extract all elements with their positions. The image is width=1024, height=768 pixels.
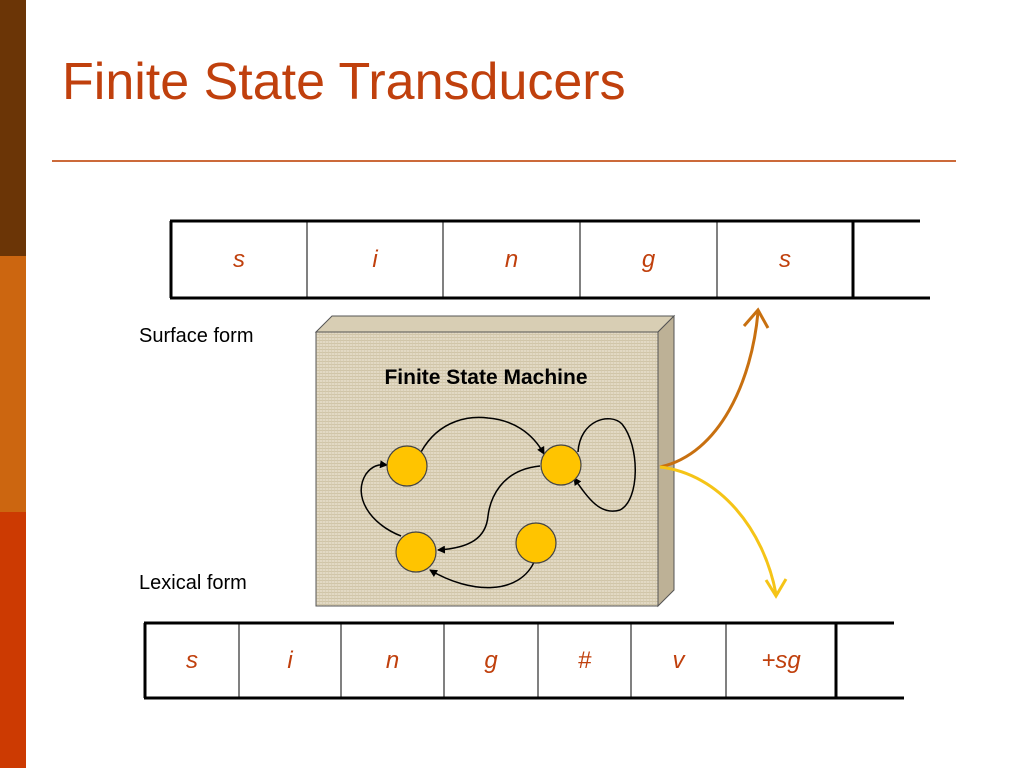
finite-state-machine-title: Finite State Machine (384, 366, 588, 389)
state-1 (386, 445, 428, 487)
transition-3-to-1 (360, 460, 402, 537)
lexical-cell: +sg (761, 647, 801, 674)
surface-output-arrow (659, 311, 760, 469)
surface-form-label: Surface form (139, 325, 254, 347)
lexical-cell: v (672, 647, 685, 674)
surface-cell: s (779, 246, 791, 273)
lexical-cell: i (287, 647, 293, 674)
title-underline (52, 160, 956, 162)
transition-4-to-3 (429, 559, 536, 589)
surface-arrowhead (742, 307, 770, 329)
surface-cell: s (233, 246, 245, 273)
states (386, 444, 582, 573)
transition-2-self-loop (573, 418, 636, 512)
transition-2-to-3 (437, 465, 541, 554)
lexical-cell (836, 622, 904, 700)
surface-tape-frame (169, 219, 930, 300)
lexical-tape: s i n g # v +sg (144, 622, 904, 700)
lexical-cell: n (385, 647, 400, 674)
surface-cell (853, 220, 930, 300)
sidebar-stripe-bottom (0, 512, 26, 768)
surface-cell: g (641, 246, 656, 273)
surface-cell: n (504, 246, 519, 273)
surface-tape: s i n g s (170, 220, 930, 300)
transition-1-to-2 (420, 416, 545, 455)
state-2 (540, 444, 582, 486)
sidebar-stripe-middle (0, 256, 26, 512)
lexical-tape-frame (143, 621, 904, 700)
transition-arrows (360, 416, 636, 589)
lexical-cell: s (186, 647, 198, 674)
state-4 (515, 522, 557, 564)
lexical-output-arrow (659, 465, 778, 595)
lexical-cell: g (484, 647, 498, 674)
sidebar-stripe-top (0, 0, 26, 256)
slide-title: Finite State Transducers (62, 53, 626, 111)
lexical-form-label: Lexical form (139, 572, 247, 594)
surface-cell: i (372, 246, 378, 273)
lexical-arrowhead (764, 578, 788, 599)
lexical-cell: # (577, 647, 592, 674)
finite-state-machine-box (314, 314, 676, 608)
state-3 (395, 531, 437, 573)
